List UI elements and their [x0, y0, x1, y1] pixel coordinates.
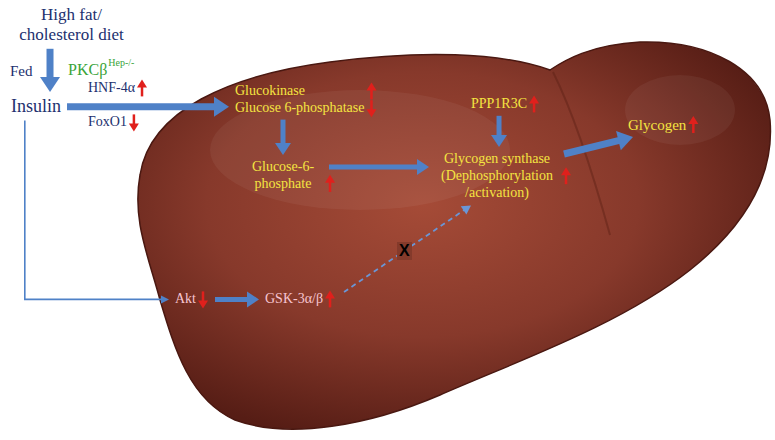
genotype-label: PKCβ [68, 60, 107, 79]
node-text: Insulin [11, 96, 61, 118]
indicator-shaft [133, 114, 136, 124]
connector-line [564, 140, 619, 154]
node-text: Glucose-6-phosphate [243, 159, 323, 193]
pathway-arrow [67, 97, 229, 117]
indicator-head [137, 79, 147, 87]
enzyme-text: Glycogen synthase (Dephosphorylation /ac… [432, 150, 562, 202]
increase-arrow [366, 82, 376, 99]
liver-fissure [553, 72, 610, 235]
protein-text: PPP1R3C [468, 95, 530, 114]
indicator-head [688, 116, 698, 124]
indicator-shaft [692, 123, 695, 133]
connector-line [47, 49, 54, 78]
arrow-head [247, 291, 259, 307]
liver-highlight [625, 75, 735, 145]
liver-highlight [210, 90, 510, 210]
pathway-arrow [275, 120, 291, 155]
node-text: GSK-3α/β [265, 291, 323, 308]
enzyme-text: GlucokinaseGlucose 6-phosphatase [232, 82, 367, 118]
pathway-arrow [564, 131, 633, 154]
decrease-arrow [366, 100, 376, 117]
connector-line [344, 210, 464, 292]
increase-arrow [561, 167, 571, 184]
node-text: Glycogen [628, 116, 686, 134]
indicator-shaft [141, 86, 144, 96]
increase-arrow [137, 79, 147, 96]
inhibited-arrow [344, 205, 471, 292]
connector-line [329, 165, 418, 170]
transcription-factor-label: HNF-4α [88, 80, 135, 97]
product-text: Glycogen [625, 115, 689, 135]
indicator-shaft [329, 182, 332, 192]
increase-arrow [688, 116, 698, 133]
arrow-head [40, 77, 60, 92]
hormone-text: Insulin [8, 95, 64, 119]
indicator-head [366, 82, 376, 90]
indicator-head [325, 290, 335, 298]
node-text: PPP1R3C [471, 96, 527, 113]
indicator-shaft [329, 297, 332, 307]
connector-line [497, 116, 502, 136]
indicator-head [325, 175, 335, 183]
connector-line [25, 121, 162, 300]
decrease-arrow [198, 291, 208, 308]
kinase-text: GSK-3α/β [262, 290, 326, 309]
arrow-head [491, 135, 507, 147]
arrow-head [161, 295, 169, 303]
node-text: Glycogen synthase (Dephosphorylation /ac… [435, 151, 559, 201]
increase-arrow [529, 95, 539, 112]
decrease-arrow [129, 114, 139, 131]
metabolite-text: Glucose-6-phosphate [240, 158, 326, 194]
state-label: Fed [10, 62, 33, 80]
connector-line [215, 297, 248, 302]
diet-text: High fat/ cholesterol diet [4, 4, 139, 47]
indicator-shaft [533, 102, 536, 112]
indicator-head [198, 300, 208, 308]
indicator-shaft [565, 174, 568, 184]
node-text: High fat/ cholesterol diet [7, 5, 136, 46]
connector-line [281, 120, 286, 144]
transcription-factor-label: FoxO1 [88, 114, 127, 131]
indicator-head [529, 95, 539, 103]
liver-shape [138, 42, 771, 429]
node-text: Glucokinase [235, 83, 364, 100]
indicator-shaft [370, 89, 373, 99]
pathway-arrow [40, 49, 60, 92]
pathway-arrow [329, 159, 429, 175]
pathway-arrow [215, 291, 259, 307]
pathway-arrow [491, 116, 507, 147]
increase-arrow [325, 290, 335, 307]
indicator-shaft [370, 100, 373, 110]
connectors [25, 49, 633, 308]
arrow-head [461, 205, 471, 214]
arrow-head [616, 131, 633, 150]
genotype-superscript: Hep-/- [108, 57, 134, 69]
change-indicators [129, 79, 698, 308]
pathway-arrow [25, 121, 169, 304]
indicator-head [366, 109, 376, 117]
increase-arrow [325, 175, 335, 192]
indicator-head [561, 167, 571, 175]
indicator-head [129, 123, 139, 131]
arrow-head [214, 97, 229, 117]
arrow-head [275, 143, 291, 155]
connector-line [67, 103, 215, 110]
node-text: Glucose 6-phosphatase [235, 100, 364, 117]
arrow-head [417, 159, 429, 175]
kinase-text: Akt [172, 290, 199, 309]
indicator-shaft [202, 291, 205, 301]
node-text: Akt [175, 291, 196, 308]
block-mark: X [397, 242, 412, 260]
